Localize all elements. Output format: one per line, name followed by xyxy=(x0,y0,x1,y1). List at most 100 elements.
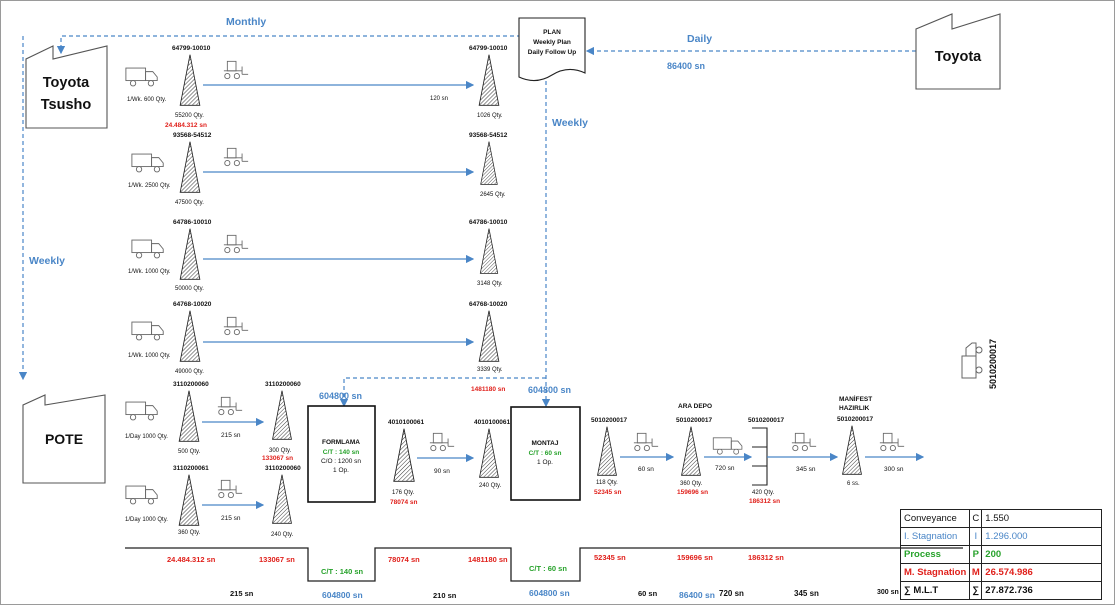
summary-label: ∑ M.L.T xyxy=(899,581,971,600)
inventory-icon xyxy=(179,54,201,106)
supplier-lane-2: 1/Wk. 2500 Qty. 93568-54512 47500 Qty. 9… xyxy=(128,132,508,206)
lane2-qty-right: 2645 Qty. xyxy=(480,192,506,198)
takt-formlama: 604800 sn xyxy=(319,391,362,401)
plan-title: PLAN xyxy=(543,29,561,36)
factory-toyota-tsusho: Toyota Tsusho xyxy=(25,45,108,129)
forklift-icon xyxy=(223,147,249,167)
lane4-time-right: 1481180 sn xyxy=(471,386,505,393)
summary-value: 1.550 xyxy=(981,509,1102,528)
process-montaj: MONTAJ C/T : 60 sn 1 Op. xyxy=(510,406,581,501)
store-time: 186312 sn xyxy=(749,498,780,505)
tl-bottom-3: 210 sn xyxy=(433,591,457,600)
truck-icon xyxy=(125,401,158,421)
pote-name: POTE xyxy=(45,431,83,447)
forklift-icon xyxy=(633,432,659,452)
pote1-qty-left: 500 Qty. xyxy=(178,449,201,455)
inventory-icon xyxy=(272,474,292,524)
lane1-qty-right: 1026 Qty. xyxy=(477,113,503,119)
inventory-formlama-out: 4010100061 176 Qty. 78074 sn xyxy=(388,419,425,506)
truck-icon xyxy=(961,342,983,379)
pote2-qty-right: 240 Qty. xyxy=(271,532,294,538)
formlama-co: C/O : 1200 sn xyxy=(321,458,361,465)
takt-montaj: 604800 sn xyxy=(528,385,571,395)
lane4-qty-right: 3339 Qty. xyxy=(477,367,503,373)
tl-up-5: 52345 sn xyxy=(594,553,626,562)
inventory-ara-depo: ARA DEPO 5010200017 360 Qty. 159696 sn xyxy=(676,403,713,496)
forklift-icon xyxy=(223,60,249,80)
lane1-trans: 120 sn xyxy=(430,96,448,102)
tl-bottom-1: 215 sn xyxy=(230,589,254,598)
tl-bottom-6: 86400 sn xyxy=(679,590,715,600)
forklift-icon xyxy=(791,432,817,452)
ara-depo-time: 159696 sn xyxy=(677,489,708,496)
montaj-name: MONTAJ xyxy=(532,440,559,447)
ara-depo-label: ARA DEPO xyxy=(678,403,712,410)
formlama-op: 1 Op. xyxy=(333,467,349,474)
trans-300: 300 sn xyxy=(884,466,904,473)
timeline-line xyxy=(125,547,963,582)
trans-60: 60 sn xyxy=(638,466,654,473)
truck-icon xyxy=(131,153,164,173)
tl-up-7: 186312 sn xyxy=(748,553,784,562)
flow-label-monthly: Monthly xyxy=(226,16,266,28)
lane4-qty-left: 49000 Qty. xyxy=(175,369,204,375)
summary-label: Process xyxy=(899,545,971,564)
pote1-part-left: 3110200060 xyxy=(173,381,209,388)
trans-90: 90 sn xyxy=(434,468,450,475)
lane3-part-right: 64786-10010 xyxy=(469,219,508,226)
supplier-lane-1: 1/Wk. 600 Qty. 64799-10010 55200 Qty. 24… xyxy=(125,45,508,129)
summary-label: M. Stagnation xyxy=(899,563,971,582)
lane4-supply: 1/Wk. 1000 Qty. xyxy=(128,353,171,359)
summary-value: 27.872.736 xyxy=(981,581,1102,600)
pote1-supply: 1/Day 1000 Qty. xyxy=(125,434,168,440)
pote2-supply: 1/Day 1000 Qty. xyxy=(125,517,168,523)
summary-value: 200 xyxy=(981,545,1102,564)
lane3-qty-right: 3148 Qty. xyxy=(477,281,503,287)
pote-lane-2: 1/Day 1000 Qty. 3110200061 360 Qty. 215 … xyxy=(125,465,301,538)
lane1-part-left: 64799-10010 xyxy=(172,45,211,52)
info-flow-lines xyxy=(18,35,916,408)
lead-time-summary-table: Conveyance C 1.550 I. Stagnation I 1.296… xyxy=(899,509,1102,600)
process-formlama: FORMLAMA C/T : 140 sn C/O : 1200 sn 1 Op… xyxy=(307,405,376,503)
forklift-icon xyxy=(223,234,249,254)
lane2-part-right: 93568-54512 xyxy=(469,132,508,139)
ara-depo-qty: 360 Qty. xyxy=(680,481,703,487)
truck-icon xyxy=(131,321,164,341)
inv-mo-qty: 118 Qty. xyxy=(596,480,618,486)
summary-symbol: C xyxy=(969,509,983,528)
lane2-qty-left: 47500 Qty. xyxy=(175,200,204,206)
truck-icon xyxy=(125,67,158,87)
flow-label-weekly-left: Weekly xyxy=(29,255,65,267)
inventory-icon xyxy=(179,141,201,193)
formlama-name: FORMLAMA xyxy=(322,439,360,446)
inv-fo-qty: 176 Qty. xyxy=(392,490,415,496)
inventory-icon xyxy=(178,390,200,442)
inv-mo-part: 5010200017 xyxy=(591,417,628,424)
forklift-icon xyxy=(429,432,455,452)
inv-mo-time: 52345 sn xyxy=(594,489,621,496)
tl-bottom-7: 720 sn xyxy=(719,589,744,598)
inventory-icon xyxy=(478,310,500,362)
plan-daily: Daily Follow Up xyxy=(528,49,576,56)
tl-up-1: 24.484.312 sn xyxy=(167,555,216,564)
manifest-hazirlik: MANİFEST HAZIRLIK 5010200017 6 ss. xyxy=(837,395,874,487)
summary-symbol: ∑ xyxy=(969,581,983,600)
formlama-ct: C/T : 140 sn xyxy=(323,449,360,456)
summary-symbol: P xyxy=(969,545,983,564)
supplier-lane-3: 1/Wk. 1000 Qty. 64786-10010 50000 Qty. 6… xyxy=(128,219,508,292)
forklift-icon xyxy=(879,432,905,452)
tl-bottom-8: 345 sn xyxy=(794,589,819,598)
tl-bottom-2: 604800 sn xyxy=(322,590,363,600)
inventory-icon xyxy=(842,425,862,475)
inventory-icon xyxy=(597,426,617,476)
inv-fo-part: 4010100061 xyxy=(388,419,425,426)
store-shelf: 5010200017 420 Qty. 186312 sn xyxy=(748,417,785,505)
pote2-part-left: 3110200061 xyxy=(173,465,209,472)
ara-depo-part: 5010200017 xyxy=(676,417,713,424)
truck-icon xyxy=(125,485,158,505)
summary-row-i-stagnation: I. Stagnation I 1.296.000 xyxy=(899,527,1102,546)
manifest-line1: MANİFEST xyxy=(839,395,872,403)
plan-document: PLAN Weekly Plan Daily Follow Up xyxy=(518,17,586,82)
